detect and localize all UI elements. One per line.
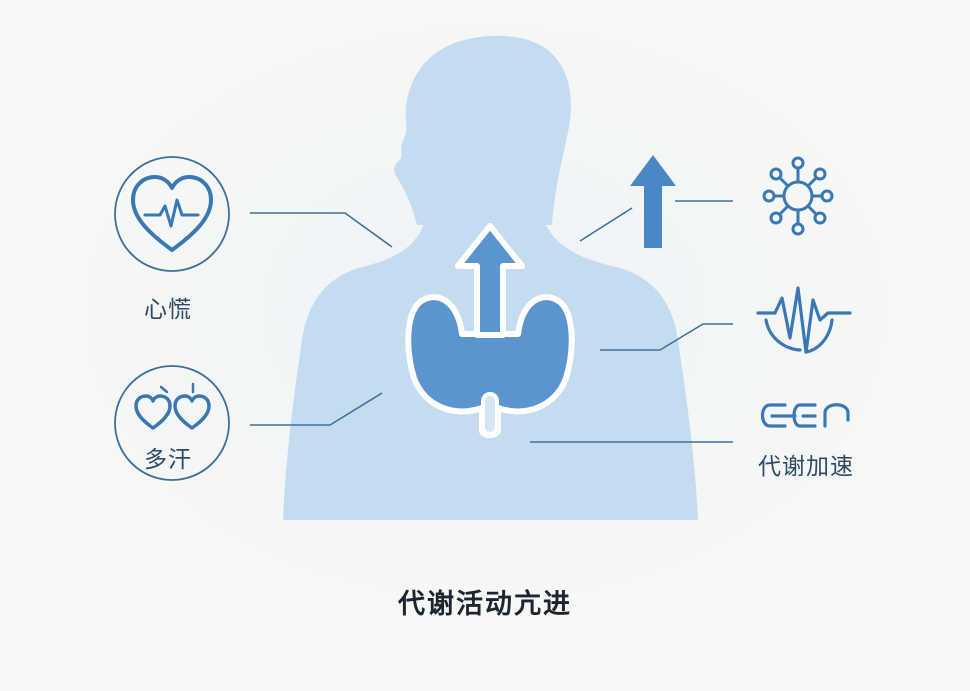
palpitation-icon-ring — [114, 156, 230, 272]
head — [394, 35, 571, 225]
metabolism-glyph-icon — [760, 403, 850, 428]
thyroid-up-arrow-icon — [455, 223, 525, 338]
hearts-sweat-icon — [134, 382, 211, 430]
connector-sweating — [250, 392, 383, 426]
metabolism-label: 代谢加速 — [758, 454, 854, 480]
thyroid-isthmus-fill — [485, 396, 495, 432]
palpitation-symptom — [114, 156, 230, 272]
network-hub-icon — [762, 156, 834, 236]
pulse-wave-icon — [756, 286, 852, 354]
connector-palpitation — [250, 212, 393, 248]
connector-up-arrow — [579, 207, 633, 242]
diagram-caption: 代谢活动亢进 — [398, 589, 572, 620]
connector-pulse — [600, 323, 733, 351]
up-arrow-icon — [630, 155, 676, 248]
sweating-symptom — [114, 365, 230, 481]
sweating-icon-ring — [114, 365, 230, 481]
connector-lines — [250, 200, 733, 443]
ecg-line — [143, 198, 200, 228]
heart-ecg-icon — [131, 175, 213, 252]
palpitation-label: 心慌 — [144, 297, 192, 323]
sweating-label: 多汗 — [144, 447, 192, 473]
